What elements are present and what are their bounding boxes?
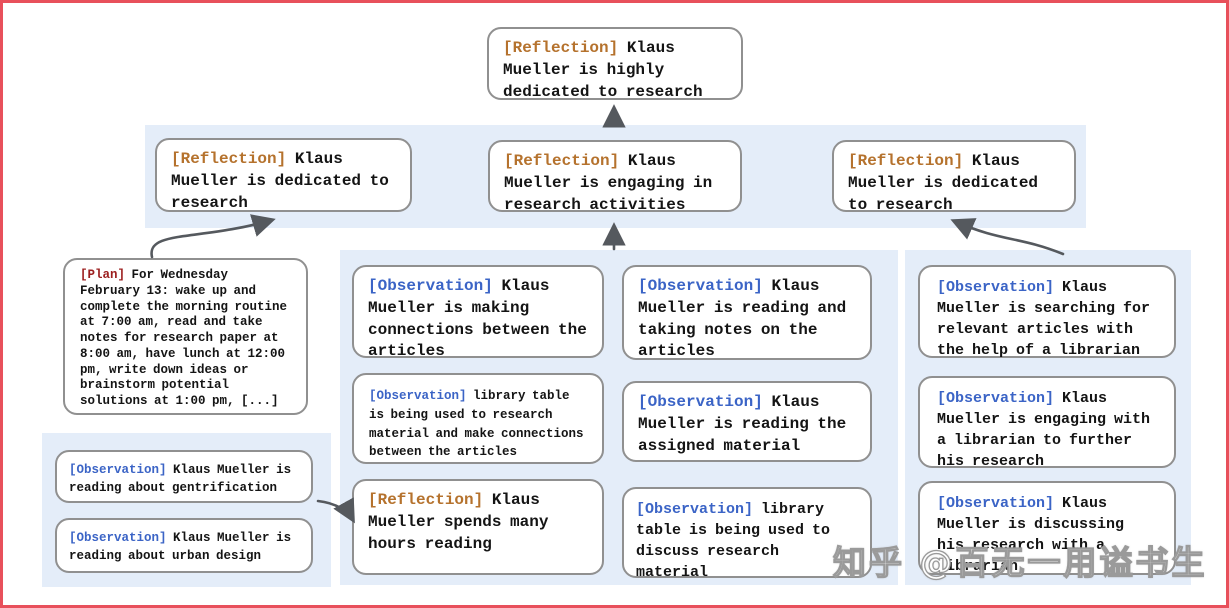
node-text: Klaus Mueller is reading and taking note… bbox=[638, 277, 847, 361]
reflection-tag-label: [Reflection] bbox=[368, 491, 484, 509]
node-text: Klaus Mueller is reading the assigned ma… bbox=[638, 393, 847, 455]
observation-tag-label: [Observation] bbox=[636, 501, 754, 518]
reflection-tag-label: [Reflection] bbox=[504, 152, 620, 170]
node-row2-reflection-1: [Reflection] Klaus Mueller is dedicated … bbox=[155, 138, 412, 212]
node-text: Klaus Mueller is making connections betw… bbox=[368, 277, 587, 361]
node-text: Klaus Mueller is discussing his research… bbox=[937, 495, 1125, 575]
node-obs-library-table-discuss: [Observation] library table is being use… bbox=[622, 487, 872, 581]
node-obs-making-connections: [Observation] Klaus Mueller is making co… bbox=[352, 265, 604, 361]
node-obs-engaging-librarian: [Observation] Klaus Mueller is engaging … bbox=[918, 376, 1176, 470]
node-row2-reflection-2: [Reflection] Klaus Mueller is engaging i… bbox=[488, 140, 742, 214]
node-text: Klaus Mueller is reading about gentrific… bbox=[69, 463, 292, 496]
node-obs-library-table-research: [Observation] library table is being use… bbox=[352, 373, 604, 464]
node-reflection-hours-reading: [Reflection] Klaus Mueller spends many h… bbox=[352, 479, 604, 575]
observation-tag-label: [Observation] bbox=[937, 279, 1055, 296]
node-text: Klaus Mueller is highly dedicated to res… bbox=[503, 39, 703, 101]
reflection-tag-label: [Reflection] bbox=[171, 150, 287, 168]
node-text: Klaus Mueller is searching for relevant … bbox=[937, 279, 1151, 359]
node-text: Klaus Mueller is dedicated to research bbox=[171, 150, 389, 212]
node-obs-urban-design: [Observation] Klaus Mueller is reading a… bbox=[55, 518, 313, 573]
reflection-tag-label: [Reflection] bbox=[503, 39, 619, 57]
observation-tag-label: [Observation] bbox=[369, 389, 467, 403]
observation-tag-label: [Observation] bbox=[937, 495, 1055, 512]
node-plan: [Plan] For Wednesday February 13: wake u… bbox=[63, 258, 308, 415]
node-row2-reflection-3: [Reflection] Klaus Mueller is dedicated … bbox=[832, 140, 1076, 214]
node-text: Klaus Mueller is engaging in research ac… bbox=[504, 152, 713, 214]
node-text: For Wednesday February 13: wake up and c… bbox=[80, 268, 288, 408]
observation-tag-label: [Observation] bbox=[937, 390, 1055, 407]
node-text: library table is being used to discuss r… bbox=[636, 501, 831, 581]
node-top-reflection: [Reflection] Klaus Mueller is highly ded… bbox=[487, 27, 743, 101]
observation-tag-label: [Observation] bbox=[638, 393, 763, 411]
node-obs-assigned-material: [Observation] Klaus Mueller is reading t… bbox=[622, 381, 872, 462]
node-text: library table is being used to research … bbox=[369, 389, 584, 460]
observation-tag-label: [Observation] bbox=[368, 277, 493, 295]
node-text: Klaus Mueller spends many hours reading bbox=[368, 491, 549, 553]
node-obs-taking-notes: [Observation] Klaus Mueller is reading a… bbox=[622, 265, 872, 360]
node-obs-discussing-librarian: [Observation] Klaus Mueller is discussin… bbox=[918, 481, 1176, 575]
node-text: Klaus Mueller is engaging with a librari… bbox=[937, 390, 1151, 470]
observation-tag-label: [Observation] bbox=[69, 531, 167, 545]
node-text: Klaus Mueller is dedicated to research bbox=[848, 152, 1039, 214]
observation-tag-label: [Observation] bbox=[638, 277, 763, 295]
reflection-tag-label: [Reflection] bbox=[848, 152, 964, 170]
node-obs-searching-articles: [Observation] Klaus Mueller is searching… bbox=[918, 265, 1176, 359]
observation-tag-label: [Observation] bbox=[69, 463, 167, 477]
node-text: Klaus Mueller is reading about urban des… bbox=[69, 531, 292, 564]
node-obs-gentrification: [Observation] Klaus Mueller is reading a… bbox=[55, 450, 313, 503]
plan-tag-label: [Plan] bbox=[80, 268, 126, 282]
watermark: 知乎 @百无一用谥书生 bbox=[832, 542, 1208, 582]
